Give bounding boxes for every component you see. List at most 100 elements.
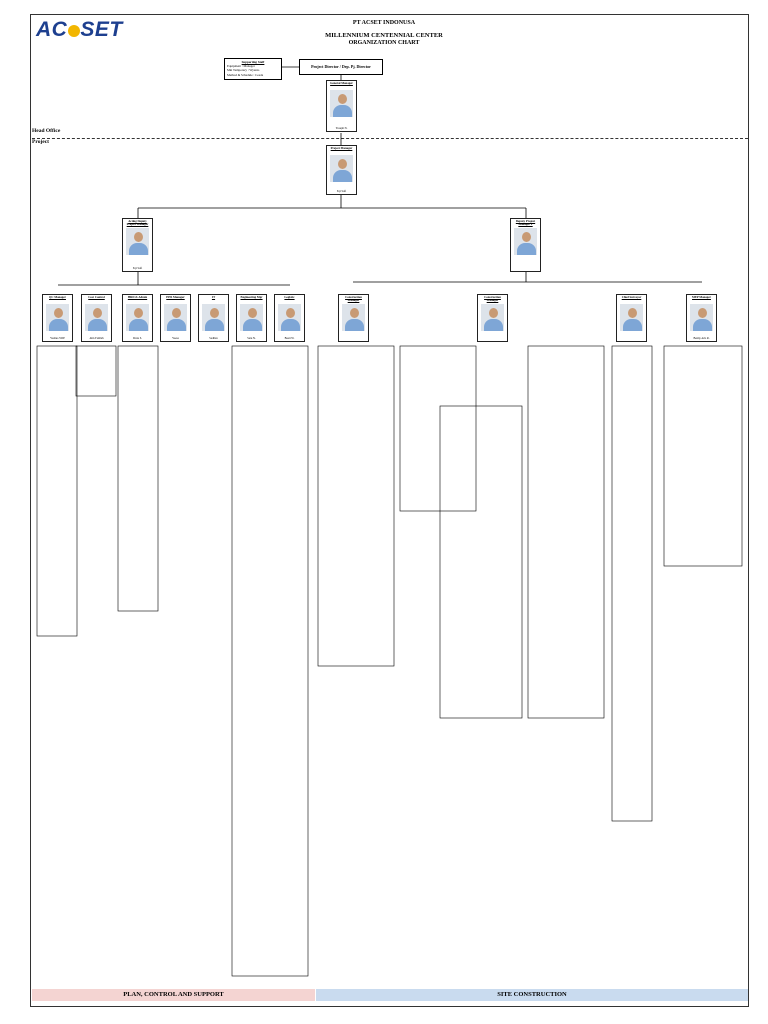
- portrait-body: [333, 170, 352, 182]
- org-node-person: Satu N.: [247, 337, 256, 340]
- org-node-title: MEP Manager: [692, 295, 711, 299]
- portrait-body: [129, 243, 148, 255]
- portrait-photo: [514, 228, 537, 255]
- org-node-person: Baeti W.: [284, 337, 295, 340]
- portrait-photo: [126, 228, 149, 255]
- portrait-body: [345, 319, 364, 331]
- logo-dot-icon: [67, 25, 80, 37]
- org-node-title: Construction Manager: [345, 295, 362, 303]
- chart-frame: [30, 14, 749, 1007]
- org-node-title: Chief Surveyor: [621, 295, 642, 299]
- org-node-title: Logistic: [284, 295, 295, 299]
- supporting-staff-line: Mkt Temporary : Wyanto: [227, 68, 260, 73]
- portrait-photo: [126, 304, 149, 331]
- portrait-head: [248, 308, 257, 318]
- portrait-body: [88, 319, 107, 331]
- department-column: [75, 345, 117, 397]
- portrait-head: [210, 308, 219, 318]
- portrait-photo: [330, 90, 353, 117]
- org-node-title: Engineering Mgr: [240, 295, 263, 299]
- org-node-title: HRD & Admin: [127, 295, 148, 299]
- org-node-title: Deputy Project Manager T: [515, 219, 536, 227]
- org-node-title: QC Manager: [49, 295, 66, 299]
- department-column: [663, 345, 743, 567]
- department-column: [611, 345, 653, 822]
- supporting-staff-box: Supporting Staff Equipment : Manager Mkt…: [224, 58, 282, 80]
- portrait-head: [628, 308, 637, 318]
- portrait-head: [338, 94, 347, 104]
- portrait-body: [484, 319, 503, 331]
- portrait-head: [172, 308, 181, 318]
- project-name: MILLENNIUM CENTENNIAL CENTER: [325, 32, 443, 39]
- org-node-title: EHS Manager: [166, 295, 185, 299]
- portrait-head: [134, 308, 143, 318]
- portrait-body: [49, 319, 68, 331]
- portrait-photo: [278, 304, 301, 331]
- org-node-cm1: Construction Manager: [338, 294, 369, 342]
- portrait-body: [333, 105, 352, 117]
- portrait-photo: [342, 304, 365, 331]
- project-director-box: Project Director / Dep. Pj. Director: [299, 59, 383, 75]
- portrait-head: [54, 308, 63, 318]
- portrait-body: [623, 319, 642, 331]
- zone-head-office: Head Office: [32, 128, 61, 134]
- org-node-dpm: Deputy Project Manager T: [510, 218, 541, 272]
- department-column: [317, 345, 395, 667]
- supporting-staff-title: Supporting Staff: [241, 60, 265, 64]
- org-node-person: Eqi Sofi: [336, 190, 347, 193]
- chart-title: ORGANIZATION CHART: [348, 40, 420, 46]
- portrait-photo: [46, 304, 69, 331]
- org-node-it: IT Sadilan: [198, 294, 229, 342]
- org-node-title: Acting Deputy Project Manager: [126, 219, 149, 227]
- portrait-photo: [690, 304, 713, 331]
- org-node-cs: Chief Surveyor: [616, 294, 647, 342]
- company-name: PT ACSET INDONUSA: [352, 20, 416, 26]
- portrait-body: [167, 319, 186, 331]
- department-column: [399, 345, 477, 512]
- org-node-person: Benny Aris R.: [693, 337, 710, 340]
- portrait-photo: [240, 304, 263, 331]
- org-node-title: IT: [211, 295, 216, 299]
- portrait-head: [350, 308, 359, 318]
- org-node-person: Yoshua SWP: [50, 337, 65, 340]
- org-node-person: Yoseph N.: [335, 127, 348, 130]
- portrait-body: [693, 319, 712, 331]
- supporting-staff-line: Equipment : Manager: [227, 64, 255, 69]
- zone-project: Project: [32, 139, 49, 145]
- department-column: [231, 345, 309, 977]
- portrait-photo: [164, 304, 187, 331]
- portrait-body: [281, 319, 300, 331]
- zone-divider: [32, 138, 748, 139]
- org-node-title: Construction Manager: [484, 295, 501, 303]
- portrait-head: [286, 308, 295, 318]
- org-node-person: Eqi Sofi: [132, 267, 143, 270]
- supporting-staff-line: Method & Schedule : Ceeda: [227, 72, 264, 77]
- org-node-title: General Manager: [330, 81, 353, 85]
- portrait-photo: [85, 304, 108, 331]
- portrait-photo: [330, 155, 353, 182]
- department-column: [439, 405, 523, 719]
- org-node-person: Alin Fadilah: [89, 337, 104, 340]
- org-node-cm2: Construction Manager: [477, 294, 508, 342]
- portrait-body: [243, 319, 262, 331]
- portrait-body: [517, 243, 536, 255]
- org-node-person: Yoesa: [172, 337, 179, 340]
- portrait-photo: [620, 304, 643, 331]
- portrait-body: [129, 319, 148, 331]
- portrait-head: [93, 308, 102, 318]
- portrait-photo: [481, 304, 504, 331]
- org-node-person: Sadilan: [209, 337, 218, 340]
- portrait-head: [489, 308, 498, 318]
- portrait-head: [134, 232, 143, 242]
- footer-plan-control: PLAN, CONTROL AND SUPPORT: [32, 989, 315, 1001]
- portrait-body: [205, 319, 224, 331]
